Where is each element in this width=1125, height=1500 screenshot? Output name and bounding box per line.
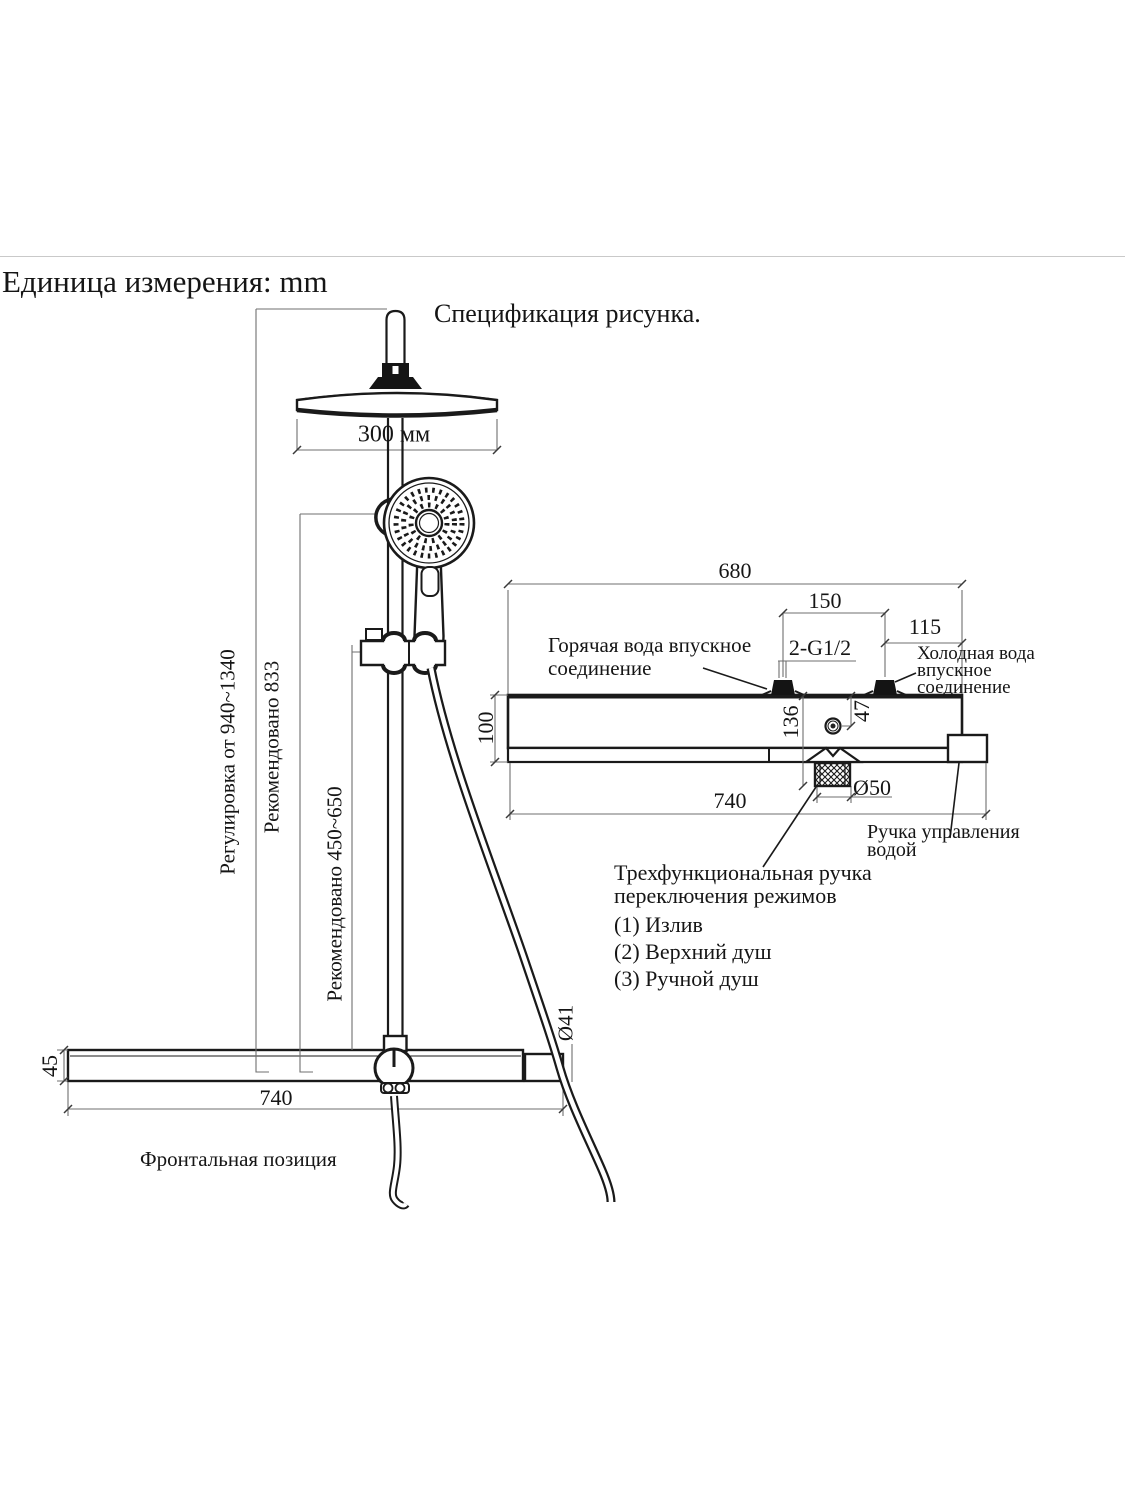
hand-shower-button bbox=[420, 566, 440, 597]
shower-bar-front bbox=[66, 1048, 525, 1083]
hot-water-inlet-label: Горячая вода впускное соединение bbox=[548, 633, 752, 680]
front-dim-ticks bbox=[59, 445, 568, 1114]
side-view-drawing bbox=[490, 579, 991, 868]
diverter-button bbox=[824, 717, 842, 735]
shower-hose bbox=[388, 667, 616, 1210]
shower-bar-side bbox=[506, 693, 964, 750]
water-control-handle bbox=[946, 733, 989, 764]
side-dimension-lines bbox=[490, 583, 987, 820]
shower-arm bbox=[385, 309, 406, 363]
hand-shower-head bbox=[382, 476, 476, 570]
control-handle-label: Ручка управления водой bbox=[867, 821, 1020, 861]
dim-bar-width-740-side: 740 bbox=[713, 788, 747, 813]
overhead-shower-head bbox=[295, 391, 499, 418]
dim-bar-depth-100: 100 bbox=[473, 711, 498, 745]
handle-label-leader bbox=[949, 762, 960, 839]
dim-bar-height-45: 45 bbox=[37, 1055, 62, 1077]
leader-lines bbox=[702, 667, 960, 868]
dim-recommended-833: Рекомендовано 833 bbox=[259, 660, 284, 834]
diverter-mode-2: (2) Верхний душ bbox=[614, 939, 772, 964]
slider-bracket bbox=[359, 628, 447, 675]
dim-button-offset-47: 47 bbox=[849, 700, 874, 722]
water-inlets bbox=[771, 680, 897, 695]
diverter-knob bbox=[802, 746, 864, 788]
dim-diverter-depth-136: 136 bbox=[778, 705, 803, 739]
cold-label-leader bbox=[894, 672, 917, 683]
hot-water-inlet bbox=[771, 680, 795, 695]
cold-water-inlet-label: Холодная вода впускное соединение bbox=[917, 643, 1035, 698]
dim-inlet-spacing-150: 150 bbox=[808, 588, 842, 613]
front-dimension-lines bbox=[57, 308, 573, 1116]
dim-head-width: 300 мм bbox=[357, 421, 431, 448]
mixer-knob-front bbox=[373, 1047, 415, 1094]
side-dim-ticks bbox=[490, 579, 991, 819]
diverter-mode-1: (1) Излив bbox=[614, 912, 703, 937]
spec-title: Спецификация рисунка. bbox=[434, 299, 701, 328]
dim-hose-diameter-41: Ø41 bbox=[553, 1004, 578, 1042]
head-connector bbox=[369, 377, 422, 389]
dim-recommended-450-650: Рекомендовано 450~650 bbox=[322, 786, 347, 1002]
unit-note: Единица измерения: mm bbox=[2, 264, 328, 299]
cold-water-inlet bbox=[873, 680, 897, 695]
page-divider-rule bbox=[0, 256, 1125, 257]
dim-adjust-range: Регулировка от 940~1340 bbox=[215, 649, 240, 875]
front-view-caption: Фронтальная позиция bbox=[140, 1147, 337, 1171]
diverter-label-leader bbox=[762, 786, 817, 868]
front-view-drawing bbox=[57, 308, 616, 1210]
dim-diverter-diameter-50: Ø50 bbox=[853, 775, 891, 800]
hot-label-leader bbox=[702, 667, 768, 690]
dim-overall-width-680: 680 bbox=[718, 558, 752, 583]
diverter-title: Трехфункциональная ручка переключения ре… bbox=[614, 860, 872, 908]
dim-bar-width-740-front: 740 bbox=[259, 1085, 293, 1110]
dim-cold-offset-115: 115 bbox=[908, 614, 942, 639]
diverter-mode-3: (3) Ручной душ bbox=[614, 966, 759, 991]
thread-spec-label: 2-G1/2 bbox=[788, 635, 852, 660]
